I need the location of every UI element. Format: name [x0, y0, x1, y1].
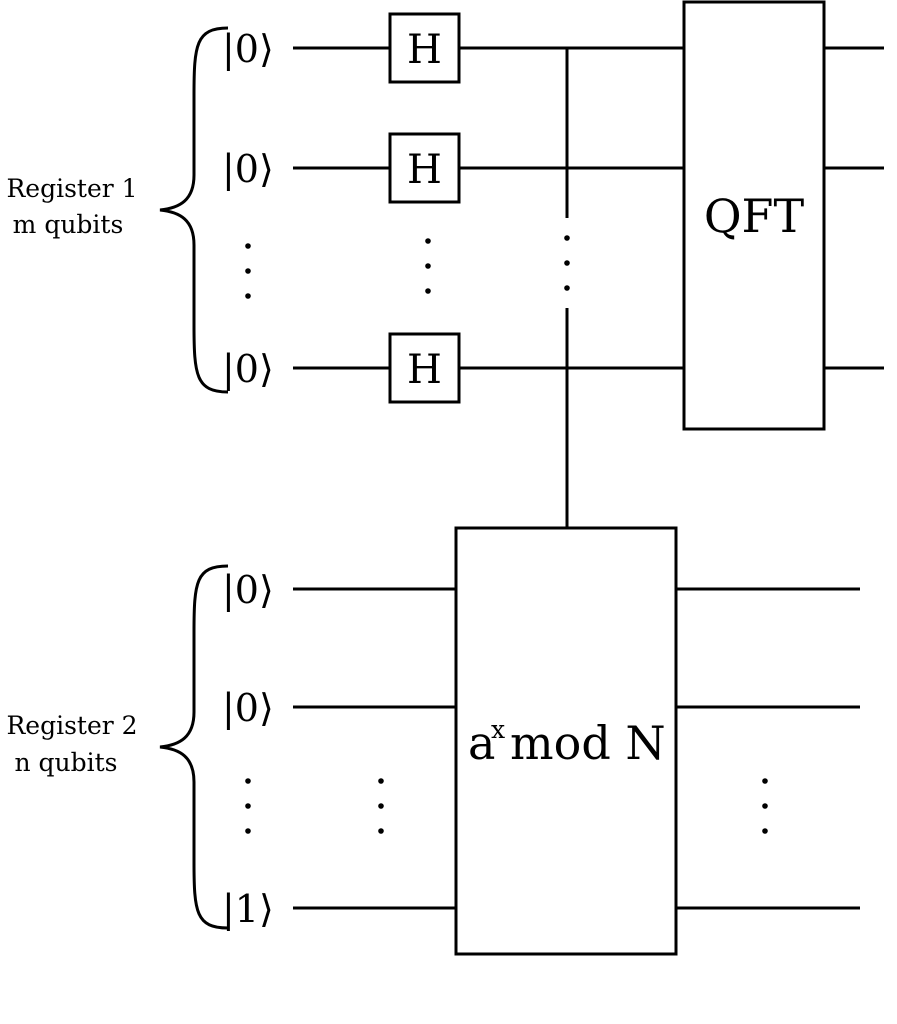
register1-ket-1: |0⟩ [222, 27, 274, 71]
register1-brace [159, 26, 229, 394]
register2-sublabel: n qubits [14, 748, 117, 777]
register2-wire-ellipsis [378, 778, 384, 834]
register2-wires [293, 587, 860, 910]
register2-ket-3: |1⟩ [222, 887, 274, 931]
hadamard-gate-2-label: H [407, 147, 442, 193]
register1-ket-3: |0⟩ [222, 347, 274, 391]
register2-brace [159, 564, 229, 930]
modexp-gate: a x mod N [454, 526, 678, 956]
register1-label: Register 1 [6, 174, 137, 203]
modexp-base-label: a [468, 716, 495, 770]
register2-label: Register 2 [6, 711, 137, 740]
register1-wires [293, 46, 884, 370]
control-line-ellipsis [564, 235, 570, 291]
hadamard-gate-1-label: H [407, 27, 442, 73]
register2-ket-2: |0⟩ [222, 686, 274, 730]
register1-sublabel: m qubits [13, 210, 124, 239]
hadamard-gate-2: H [388, 132, 461, 204]
register1-ket-2: |0⟩ [222, 147, 274, 191]
modexp-exponent-label: x [491, 715, 505, 744]
hadamard-ellipsis [425, 238, 431, 294]
register2-ket-1: |0⟩ [222, 568, 274, 612]
hadamard-gate-3: H [388, 332, 461, 404]
register2-output-ellipsis [762, 778, 768, 834]
qft-gate-label: QFT [704, 189, 805, 243]
hadamard-gate-3-label: H [407, 347, 442, 393]
register2-ket-ellipsis [245, 778, 251, 834]
register1-ket-ellipsis [245, 243, 251, 299]
hadamard-gate-1: H [388, 12, 461, 84]
modexp-rest-label: mod N [510, 716, 666, 770]
qft-gate: QFT [682, 0, 826, 431]
